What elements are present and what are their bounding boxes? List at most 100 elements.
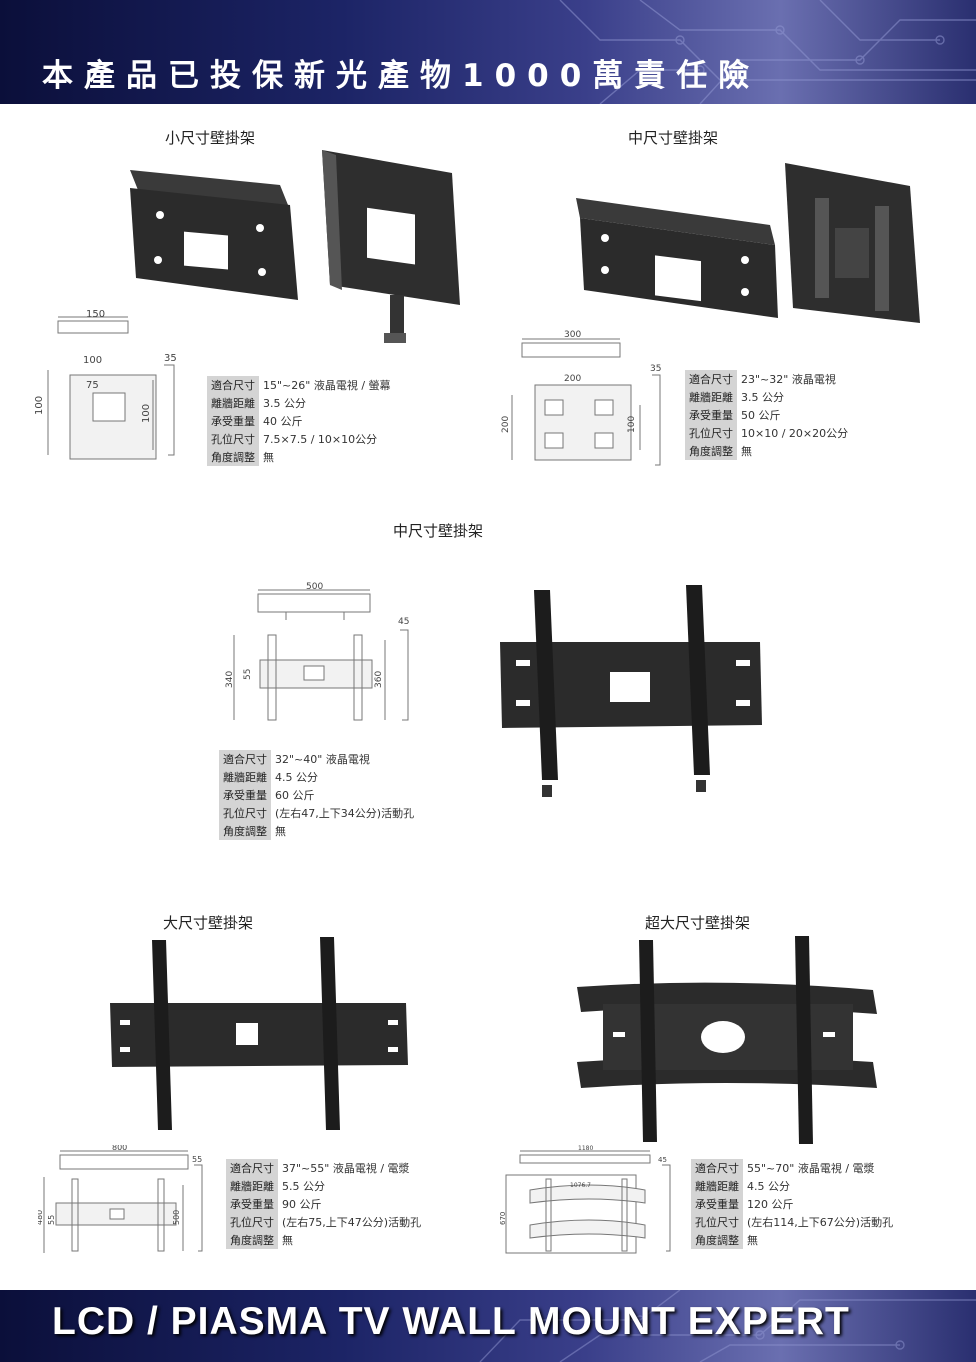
- dim-label: 340: [225, 671, 235, 688]
- spec-label: 角度調整: [226, 1231, 278, 1249]
- spec-value: 3.5 公分: [263, 397, 306, 410]
- dim-label: 480: [38, 1210, 44, 1225]
- dim-label: 45: [398, 617, 409, 627]
- spec-row: 適合尺寸 55"~70" 液晶電視 / 電漿: [691, 1159, 897, 1177]
- spec-value: 10×10 / 20×20公分: [741, 427, 849, 440]
- spec-row: 角度調整無: [219, 822, 418, 840]
- dim-label: 200: [564, 374, 581, 384]
- spec-row: 承受重量 40 公斤: [207, 412, 395, 430]
- spec-value: 無: [275, 825, 286, 838]
- spec-value: 3.5 公分: [741, 391, 784, 404]
- insurance-headline: 本產品已投保新光產物1000萬責任險: [42, 58, 761, 94]
- spec-value: 4.5 公分: [747, 1180, 790, 1193]
- spec-label: 角度調整: [691, 1231, 743, 1249]
- spec-label: 適合尺寸: [226, 1159, 278, 1177]
- medium-mount-back-photo: [785, 163, 920, 323]
- small-mount-back-photo: [322, 150, 460, 343]
- section-title-large: 大尺寸壁掛架: [163, 914, 254, 932]
- spec-row: 孔位尺寸(左右47,上下34公分)活動孔: [219, 804, 418, 822]
- spec-label: 承受重量: [685, 406, 737, 424]
- spec-label: 適合尺寸: [207, 376, 259, 394]
- section-title-medium-2: 中尺寸壁掛架: [393, 522, 484, 540]
- medium-mount-dimension-diagram: 300 200 35 200 100: [501, 330, 661, 466]
- spec-value: 5.5 公分: [282, 1180, 325, 1193]
- dim-label: 35: [164, 353, 177, 364]
- spec-value: 4.5 公分: [275, 771, 318, 784]
- top-banner: [0, 0, 976, 104]
- small-mount-front-photo: [130, 170, 298, 300]
- spec-row: 孔位尺寸 7.5×7.5 / 10×10公分: [207, 430, 395, 448]
- dim-label: 55: [243, 669, 253, 680]
- spec-label: 承受重量: [207, 412, 259, 430]
- spec-row: 離牆距離 4.5 公分: [691, 1177, 897, 1195]
- spec-value: (左右47,上下34公分)活動孔: [275, 807, 415, 820]
- spec-value: (左右75,上下47公分)活動孔: [282, 1216, 422, 1229]
- spec-value: 40 公斤: [263, 415, 303, 428]
- slogan: LCD / PIASMA TV WALL MOUNT EXPERT: [52, 1300, 850, 1343]
- spec-label: 離牆距離: [207, 394, 259, 412]
- bottom-banner: [0, 1290, 976, 1362]
- spec-label: 離牆距離: [691, 1177, 743, 1195]
- spec-row: 角度調整無: [691, 1231, 897, 1249]
- section-title-medium: 中尺寸壁掛架: [628, 129, 719, 147]
- spec-value: 50 公斤: [741, 409, 781, 422]
- spec-row: 角度調整無: [685, 442, 852, 460]
- spec-value: 無: [282, 1234, 293, 1247]
- spec-label: 角度調整: [219, 822, 271, 840]
- dim-label: 75: [86, 380, 99, 391]
- dim-label: 1076.7: [570, 1182, 591, 1189]
- dim-label: 55: [192, 1155, 202, 1164]
- spec-label: 適合尺寸: [219, 750, 271, 768]
- spec-value: (左右114,上下67公分)活動孔: [747, 1216, 894, 1229]
- spec-value: 60 公斤: [275, 789, 315, 802]
- small-mount-dimension-diagram: 150 100 35 75 100 100: [34, 309, 177, 460]
- dim-label: 100: [83, 355, 102, 366]
- spec-row: 承受重量 50 公斤: [685, 406, 852, 424]
- dim-label: 45: [658, 1156, 667, 1164]
- circuit-pattern: [559, 0, 976, 104]
- medium2-mount-photo: [500, 585, 762, 797]
- spec-label: 孔位尺寸: [226, 1213, 278, 1231]
- spec-label: 孔位尺寸: [691, 1213, 743, 1231]
- spec-label: 角度調整: [207, 448, 259, 466]
- spec-value: 55"~70" 液晶電視 / 電漿: [747, 1162, 875, 1175]
- large-mount-photo: [110, 937, 408, 1130]
- spec-label: 承受重量: [219, 786, 271, 804]
- spec-row: 離牆距離 3.5 公分: [207, 394, 395, 412]
- dim-label: 360: [374, 671, 384, 688]
- spec-value: 無: [263, 451, 274, 464]
- spec-row: 角度調整無: [226, 1231, 425, 1249]
- section-title-small: 小尺寸壁掛架: [165, 129, 256, 147]
- spec-value: 23"~32" 液晶電視: [741, 373, 836, 386]
- dim-label: 150: [86, 309, 105, 320]
- spec-value: 無: [741, 445, 752, 458]
- extra-large-mount-photo: [577, 936, 877, 1144]
- dim-label: 300: [564, 330, 581, 340]
- dim-label: 500: [306, 582, 323, 592]
- extra-large-mount-dimension-diagram: 1180 45 1076.7 670: [500, 1145, 671, 1254]
- spec-value: 120 公斤: [747, 1198, 794, 1211]
- spec-label: 適合尺寸: [691, 1159, 743, 1177]
- dim-label: 55: [47, 1215, 56, 1225]
- spec-row: 承受重量 60 公斤: [219, 786, 418, 804]
- spec-label: 孔位尺寸: [207, 430, 259, 448]
- spec-row: 孔位尺寸 (左右114,上下67公分)活動孔: [691, 1213, 897, 1231]
- dim-label: 35: [650, 364, 661, 374]
- dim-label: 200: [501, 416, 511, 433]
- spec-label: 離牆距離: [219, 768, 271, 786]
- dim-label: 800: [112, 1145, 127, 1152]
- section-title-extra-large: 超大尺寸壁掛架: [645, 914, 751, 932]
- circuit-pattern: [479, 1290, 976, 1362]
- spec-value: 無: [747, 1234, 758, 1247]
- spec-value: 7.5×7.5 / 10×10公分: [263, 433, 378, 446]
